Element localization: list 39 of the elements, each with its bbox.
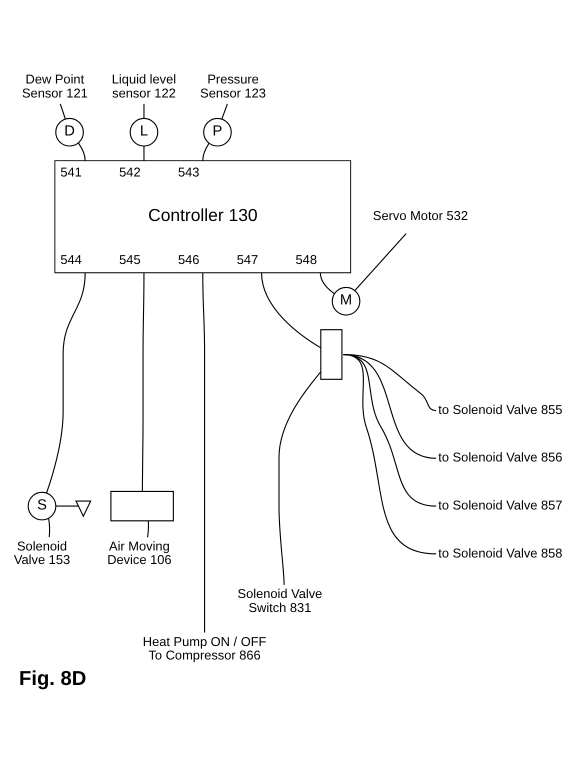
connector: [354, 233, 407, 291]
node-text: to Solenoid Valve 856: [438, 450, 562, 465]
node-box: [110, 490, 174, 522]
connector: [147, 520, 150, 538]
connector: [48, 518, 50, 538]
node-text: Air Moving Device 106: [107, 538, 172, 568]
connector: [56, 506, 78, 507]
connector: [142, 272, 145, 492]
connector: [261, 272, 322, 348]
connector: [343, 354, 436, 554]
connector: [221, 104, 228, 120]
node-text: to Solenoid Valve 857: [438, 497, 562, 512]
node-circle: S: [28, 492, 56, 520]
connector: [46, 272, 86, 494]
connector: [278, 372, 322, 585]
caption: Fig. 8D: [19, 668, 86, 690]
node-valve: [75, 500, 92, 518]
node-text: to Solenoid Valve 855: [438, 402, 562, 417]
node-text: Heat Pump ON / OFF To Compressor 866: [142, 634, 266, 663]
node-circle: P: [203, 118, 232, 147]
node-text: Pressure Sensor 123: [200, 72, 266, 100]
node-circle: D: [55, 118, 84, 147]
node-text: Liquid level sensor 122: [112, 72, 176, 100]
node-circle: L: [130, 118, 158, 147]
connector: [202, 272, 206, 633]
node-text: Dew Point Sensor 121: [22, 72, 88, 100]
connector: [78, 142, 86, 161]
node-text: Servo Motor 532: [372, 208, 468, 224]
connector: [143, 146, 145, 161]
connector: [60, 104, 66, 120]
node-box: 541 542 543 Controller 130 544 545 546 547 548: [54, 160, 352, 274]
node-text: Solenoid Valve 153: [14, 538, 70, 568]
node-box: [320, 329, 342, 380]
node-circle: M: [332, 286, 360, 316]
connector: [202, 142, 210, 161]
node-text: Solenoid Valve Switch 831: [238, 586, 322, 615]
node-text: to Solenoid Valve 858: [438, 545, 562, 560]
connector: [320, 272, 335, 294]
connector: [143, 104, 145, 118]
